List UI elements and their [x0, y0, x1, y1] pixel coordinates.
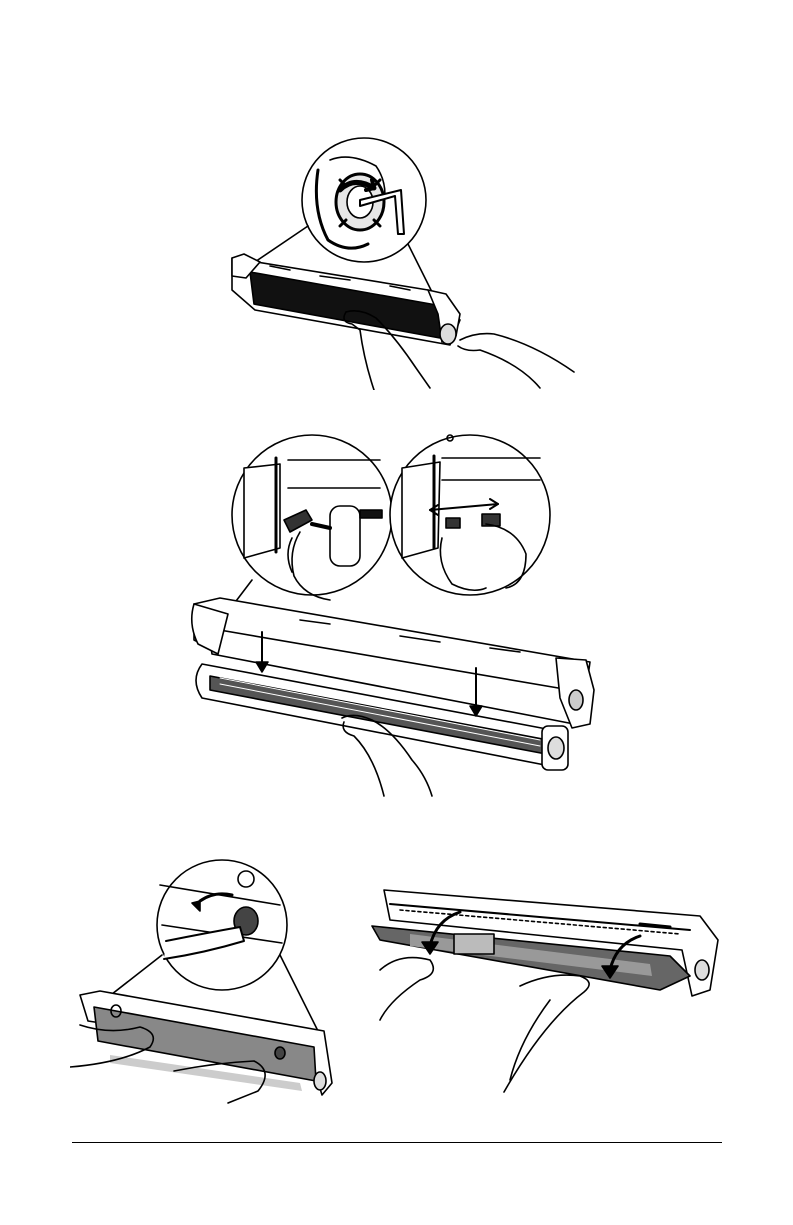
footer-rule: [72, 1142, 722, 1143]
detail-circle-right: [390, 435, 550, 595]
frame-housing: [80, 991, 332, 1095]
illustration-roller-cable-connection: [180, 428, 610, 798]
illustration-roller-end-cap: [210, 130, 590, 390]
roller-housing: [232, 254, 460, 345]
magnified-detail-circle: [157, 860, 287, 990]
illustration-cover-screw: [70, 855, 350, 1105]
hand-illustration: [380, 958, 589, 1092]
detail-circle-left: [232, 435, 392, 600]
illustration-cover-close: [370, 880, 730, 1100]
